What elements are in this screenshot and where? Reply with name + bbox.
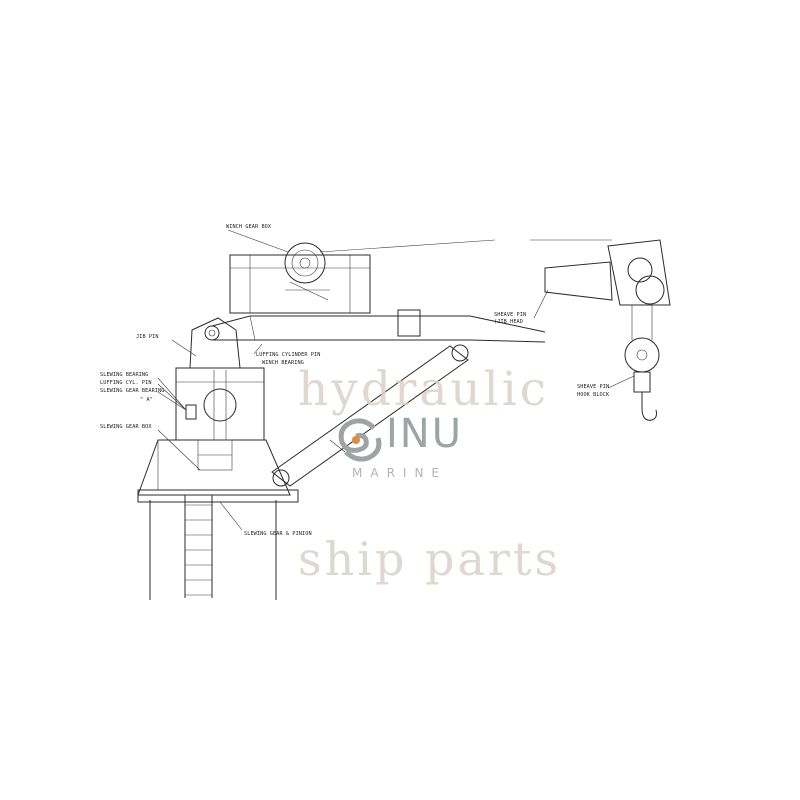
winch-platform <box>229 242 371 314</box>
hook-block <box>624 305 660 421</box>
label-winch-bearing: WINCH BEARING <box>262 360 304 366</box>
label-winch-gear-box: WINCH GEAR BOX <box>226 224 272 230</box>
access-ladder <box>184 495 213 598</box>
label-luffing-cylinder-pin: LUFFING CYLINDER PIN <box>256 352 320 358</box>
label-hook-block: HOOK BLOCK <box>577 392 610 398</box>
label-slewing-bearing: SLEWING BEARING <box>100 372 148 378</box>
main-jib <box>211 309 546 343</box>
label-sheave-pin-2: SHEAVE PIN <box>577 384 609 390</box>
jib-head <box>544 239 671 306</box>
watermark-ship-parts: ship parts <box>298 532 561 586</box>
luffing-cylinder <box>271 344 469 487</box>
logo-subtitle: MARINE <box>352 466 447 480</box>
hoist-wire <box>319 239 612 253</box>
watermark-hydraulic: hydraulic <box>298 362 550 417</box>
sinu-marine-logo: INU MARINE <box>334 411 494 484</box>
label-sheave-pin: SHEAVE PIN <box>494 312 526 318</box>
callout-labels: WINCH GEAR BOX JIB PIN LUFFING CYLINDER … <box>100 224 610 537</box>
label-slewing-gear-bearing: SLEWING GEAR BEARING <box>100 388 164 394</box>
pedestal <box>137 439 299 600</box>
logo-swirl-icon <box>338 418 382 462</box>
label-detail-a: " A" <box>140 397 153 403</box>
leader-lines <box>157 229 635 531</box>
slewing-housing <box>175 367 265 471</box>
label-slewing-gear-box: SLEWING GEAR BOX <box>100 424 152 430</box>
label-jib-pin: JIB PIN <box>136 334 159 340</box>
label-jib-head: (JIB HEAD <box>494 319 523 325</box>
label-slewing-gear-pinion: SLEWING GEAR & PINION <box>244 531 312 537</box>
logo-word: INU <box>386 411 463 457</box>
label-luffing-cyl-pin: LUFFING CYL. PIN <box>100 380 152 386</box>
